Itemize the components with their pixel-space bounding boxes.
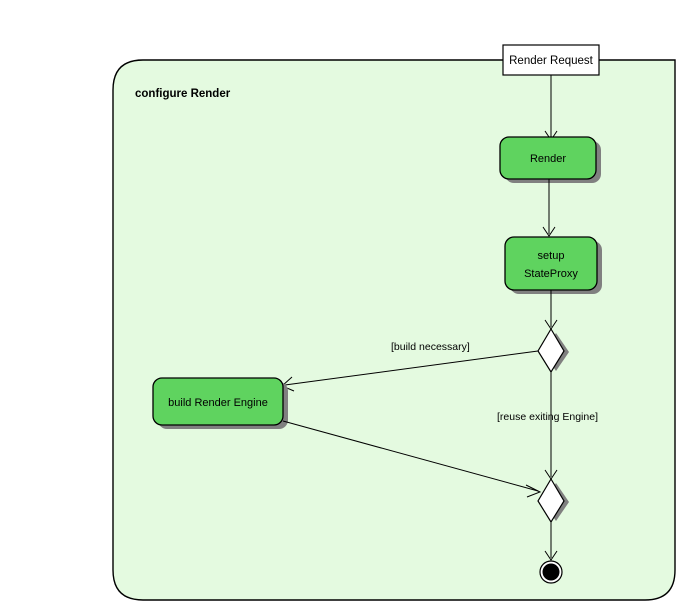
action-node-setup-state-proxy[interactable]: setup StateProxy [504, 236, 602, 294]
activity-frame-border [112, 59, 676, 601]
edge-render-to-setup [542, 179, 556, 237]
merge-node[interactable] [537, 477, 569, 524]
final-node-core[interactable] [542, 563, 560, 581]
build-node-label: build Render Engine [168, 397, 268, 409]
entry-port-label: Render Request [509, 55, 594, 67]
entry-port-box[interactable] [502, 44, 600, 76]
frame-title: configure Render [135, 88, 231, 100]
action-node-build-render-engine[interactable]: build Render Engine [152, 377, 288, 429]
arrow-head-icon [542, 226, 556, 237]
arrow-head-icon [544, 550, 558, 561]
build-node-body[interactable] [152, 377, 284, 426]
edge-build-to-merge [282, 420, 542, 498]
edge-merge-to-final [544, 522, 558, 561]
setup-node-label-line2: StateProxy [524, 268, 578, 280]
edge-decision-to-build: [build necessary] [281, 341, 539, 392]
render-node-body[interactable] [499, 136, 597, 180]
guard-label-reuse-existing: [reuse exiting Engine] [497, 411, 598, 423]
guard-label-build-necessary: [build necessary] [391, 341, 470, 353]
render-node-label: Render [530, 153, 566, 165]
entry-port-render-request[interactable]: Render Request [502, 44, 600, 76]
setup-node-body[interactable] [504, 236, 598, 291]
action-node-render[interactable]: Render [499, 136, 601, 183]
setup-node-label-line1: setup [538, 250, 565, 262]
final-node[interactable] [539, 560, 563, 584]
arrow-head-icon [525, 484, 542, 498]
